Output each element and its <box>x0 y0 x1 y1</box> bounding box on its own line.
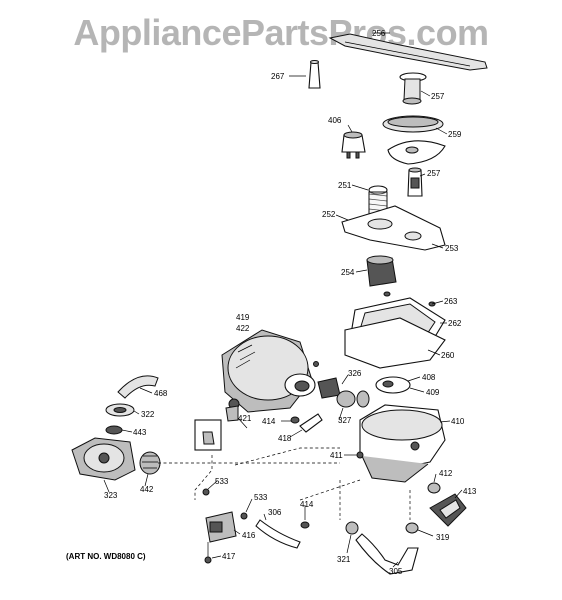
part-319 <box>405 522 419 534</box>
label-259: 259 <box>448 130 462 139</box>
label-413: 413 <box>463 487 477 496</box>
part-406 <box>341 131 366 159</box>
label-260: 260 <box>441 351 455 360</box>
label-533-a: 533 <box>215 477 229 486</box>
motor-419-422 <box>221 329 316 413</box>
part-442 <box>139 451 161 475</box>
part-321 <box>345 521 359 535</box>
label-251: 251 <box>338 181 352 190</box>
inset-detail-box <box>194 419 222 451</box>
label-253: 253 <box>445 244 459 253</box>
label-256: 256 <box>372 29 386 38</box>
label-252: 252 <box>322 210 336 219</box>
leader-lines <box>103 32 463 568</box>
label-408: 408 <box>422 373 436 382</box>
part-421 <box>225 405 239 422</box>
dashed-connectors <box>158 447 411 520</box>
hose-306 <box>255 519 301 549</box>
hub-257-lower <box>407 167 423 197</box>
label-533-b: 533 <box>254 493 268 502</box>
label-306: 306 <box>268 508 282 517</box>
label-267: 267 <box>271 72 285 81</box>
part-533-b <box>240 512 248 520</box>
part-413 <box>429 493 467 527</box>
plate-252-253 <box>341 205 446 251</box>
label-305: 305 <box>389 567 403 576</box>
pump-323 <box>71 437 136 481</box>
spray-arm-256 <box>328 33 488 71</box>
label-421: 421 <box>238 414 252 423</box>
part-443 <box>105 425 123 435</box>
sump-410 <box>359 404 446 483</box>
label-416: 416 <box>242 531 256 540</box>
label-326: 326 <box>348 369 362 378</box>
label-412: 412 <box>439 469 453 478</box>
clamp-414-lower <box>300 521 310 529</box>
label-322: 322 <box>141 410 155 419</box>
part-416-417 <box>204 511 237 564</box>
label-417: 417 <box>222 552 236 561</box>
label-419: 419 <box>236 313 250 322</box>
hub-257-upper <box>399 72 427 105</box>
label-410: 410 <box>451 417 465 426</box>
part-533-a <box>202 488 210 496</box>
label-409: 409 <box>426 388 440 397</box>
label-323: 323 <box>104 491 118 500</box>
spring-251 <box>368 185 388 215</box>
hose-468 <box>117 375 159 399</box>
label-257-upper: 257 <box>431 92 445 101</box>
label-422: 422 <box>236 324 250 333</box>
part-412 <box>427 482 441 494</box>
hose-305 <box>355 533 419 575</box>
label-321: 321 <box>337 555 351 564</box>
gasket-262-260 <box>344 291 446 369</box>
hose-418 <box>299 413 323 433</box>
label-418: 418 <box>278 434 292 443</box>
label-414-lower: 414 <box>300 500 314 509</box>
label-442: 442 <box>140 485 154 494</box>
label-414-upper: 414 <box>262 417 276 426</box>
label-257-lower: 257 <box>427 169 441 178</box>
art-number: (ART NO. WD8080 C) <box>66 552 146 561</box>
strainer-254 <box>366 255 397 287</box>
label-443: 443 <box>133 428 147 437</box>
part-labels: 256 267 257 406 259 257 251 252 253 254 … <box>104 29 477 576</box>
impeller-326 <box>313 361 370 408</box>
label-411: 411 <box>330 451 343 460</box>
tube-267 <box>308 60 321 89</box>
clamp-414-upper <box>290 416 300 424</box>
label-262: 262 <box>448 319 462 328</box>
label-468: 468 <box>154 389 168 398</box>
part-411 <box>356 451 364 459</box>
part-322 <box>105 403 135 417</box>
label-406: 406 <box>328 116 342 125</box>
label-263: 263 <box>444 297 458 306</box>
label-319: 319 <box>436 533 450 542</box>
cover-408-409 <box>375 376 411 394</box>
label-327: 327 <box>338 416 352 425</box>
filter-disc-259 <box>382 115 446 165</box>
label-254: 254 <box>341 268 355 277</box>
